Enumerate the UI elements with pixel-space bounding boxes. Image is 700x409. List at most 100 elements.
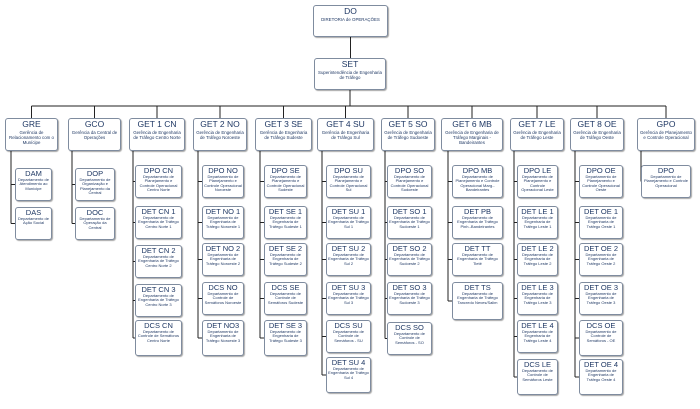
unit-abbreviation: DO — [344, 6, 357, 16]
unit-description: Departamento de Controle de Semáforos - … — [585, 329, 617, 343]
unit-abbreviation: DPO OE — [586, 166, 616, 175]
unit-description: Departamento de Atendimento ao Munícipe — [18, 177, 49, 191]
unit-description: Departamento de Planejamento e Controle … — [582, 174, 620, 193]
unit-description: Departamento de Controle de Semáforos - … — [333, 329, 364, 343]
unit-abbreviation: DET NO3 — [206, 321, 240, 330]
unit-abbreviation: DET CN 1 — [141, 207, 176, 216]
unit-abbreviation: DPO SE — [271, 166, 300, 175]
unit-abbreviation: DCS NO — [208, 283, 238, 292]
unit-description: Departamento de Engenharia de Tráfego No… — [205, 329, 241, 343]
unit-abbreviation: DET SU 1 — [331, 207, 366, 216]
unit-description: Departamento de Engenharia de Tráfego Pi… — [457, 215, 498, 229]
unit-abbreviation: DET SU 3 — [331, 283, 366, 292]
unit-description: Departamento de Organização e Planejamen… — [79, 177, 111, 196]
unit-description: Departamento de Engenharia de Tráfego Ce… — [138, 254, 179, 268]
unit-description: Departamento de Engenharia de Tráfego Su… — [328, 252, 369, 266]
unit-description: Departamento de Planejamento e Controle … — [329, 174, 368, 193]
unit-abbreviation: DPO MB — [462, 166, 493, 175]
unit-abbreviation: DET LE 3 — [521, 283, 554, 292]
unit-description: Superintendência de Engenharia de Tráfeg… — [318, 69, 382, 80]
unit-description: Departamento de Planejamento e Controle … — [390, 174, 429, 193]
unit-description: Departamento de Engenharia de Tráfego Ce… — [138, 293, 179, 307]
unit-description: Departamento de Controle de Semáforos Su… — [267, 291, 304, 305]
unit-abbreviation: DOP — [86, 169, 104, 178]
unit-abbreviation: DPO SO — [394, 166, 425, 175]
unit-abbreviation: SET — [341, 59, 359, 69]
unit-abbreviation: DET TS — [464, 283, 491, 292]
unit-abbreviation: DET OE 1 — [583, 207, 619, 216]
unit-description: Gerência de Engenharia de Tráfego Oeste — [573, 129, 621, 140]
unit-abbreviation: GET 1 CN — [137, 119, 177, 129]
unit-abbreviation: DET LE 1 — [521, 207, 554, 216]
unit-description: Gerência de Engenharia de Tráfego Centro… — [133, 129, 181, 140]
unit-description: Departamento de Engenharia de Tráfego Ti… — [457, 252, 498, 266]
unit-description: Gerência de Engenharia de Tráfego Sul — [321, 129, 370, 140]
unit-description: Departamento de Engenharia de Tráfego Oe… — [585, 368, 617, 382]
unit-abbreviation: GCO — [84, 119, 105, 129]
unit-abbreviation: DPO SU — [334, 166, 363, 175]
unit-abbreviation: GET 3 SE — [264, 119, 303, 129]
unit-description: Departamento de Engenharia de Tráfego Su… — [389, 215, 430, 229]
unit-description: Departamento de Controle de Semáforos Le… — [522, 368, 553, 382]
unit-description: Departamento de Planejamento e Controle … — [204, 174, 242, 193]
unit-description: Departamento de Engenharia de Tráfego Oe… — [585, 252, 617, 266]
unit-description: Gerência de Planejamento e Controle Oper… — [640, 129, 692, 140]
unit-description: Departamento de Controle de Semáforos - … — [394, 331, 425, 345]
unit-description: Departamento de Engenharia de Tráfego Su… — [389, 252, 430, 266]
unit-abbreviation: DET CN 3 — [141, 285, 176, 294]
unit-abbreviation: DET OE 3 — [583, 283, 619, 292]
unit-abbreviation: DET PB — [464, 207, 491, 216]
unit-abbreviation: GPO — [656, 119, 676, 129]
unit-description: Gerência de Engenharia de Tráfego Leste — [513, 129, 561, 140]
unit-description: Departamento de Engenharia de Tráfego Su… — [269, 215, 302, 229]
unit-abbreviation: GET 7 LE — [518, 119, 556, 129]
unit-abbreviation: DCS LE — [523, 360, 552, 369]
unit-description: Departamento de Engenharia de Tráfego Le… — [522, 329, 553, 343]
unit-abbreviation: GET 4 SU — [326, 119, 365, 129]
unit-abbreviation: DET LE 4 — [521, 321, 554, 330]
unit-description: Departamento de Engenharia de Tráfego Le… — [522, 215, 553, 229]
unit-abbreviation: DOC — [86, 208, 104, 217]
unit-description: Gerência de Engenharia de Tráfego Sudest… — [259, 129, 308, 140]
unit-abbreviation: DET TT — [464, 244, 491, 253]
unit-description: Departamento de Engenharia de Tráfego Su… — [269, 252, 302, 266]
unit-abbreviation: DET NO 1 — [205, 207, 241, 216]
unit-description: Departamento de Engenharia de Tráfego Su… — [328, 366, 369, 380]
unit-abbreviation: DPO CN — [143, 166, 174, 175]
unit-description: Departamento de Engenharia de Tráfego Su… — [328, 215, 369, 229]
